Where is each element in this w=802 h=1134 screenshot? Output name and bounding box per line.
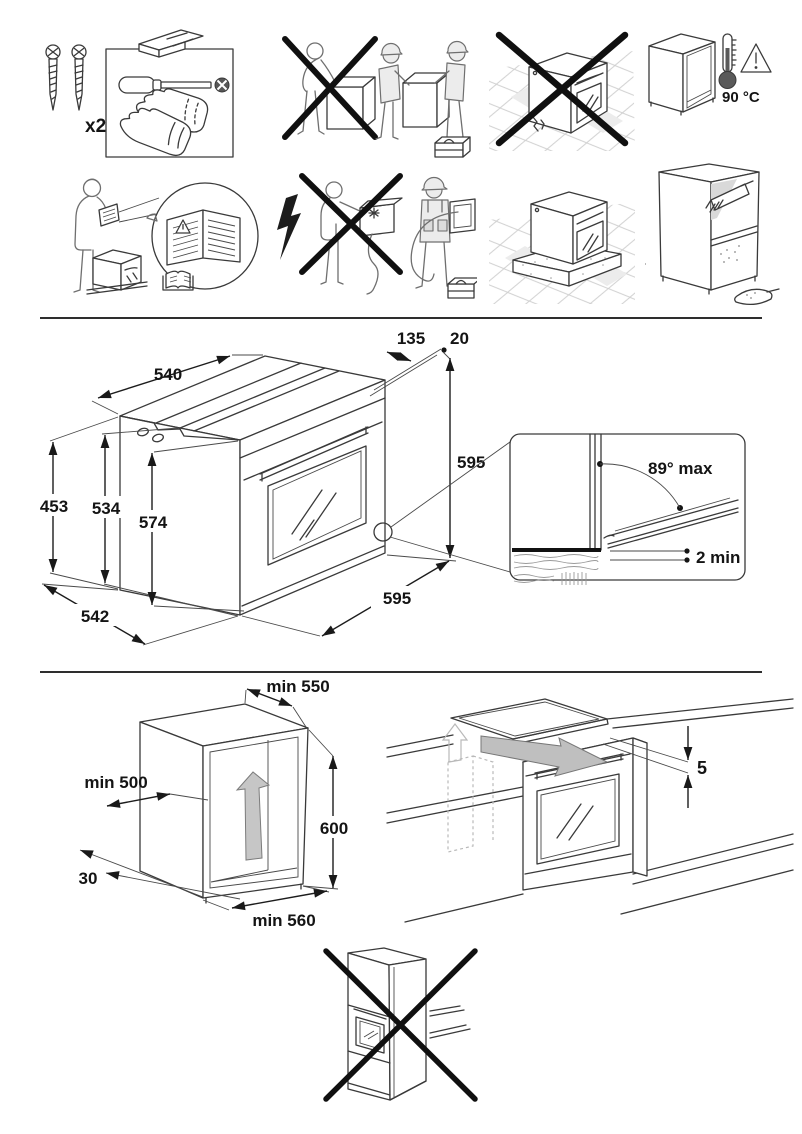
hob-icon [450,698,609,745]
dim-min560: min 560 [202,885,330,930]
dim-595-width: 595 [241,557,452,640]
dim-542: 542 [41,581,239,648]
dustpan-icon [734,288,780,306]
svg-text:20: 20 [450,329,469,348]
dim-600: 600 [302,729,356,890]
wall-box [449,198,476,234]
screwdriver-icon [118,76,230,94]
mounting-rail-icon [138,29,204,58]
dim-min500: min 500 30 [78,773,241,900]
toolbox-icon [447,277,477,299]
door-angle-label: 89° max [648,459,713,478]
clean-cabinet-icon [645,163,780,306]
door-detail-box: 89° max 2 min [509,433,746,585]
manual-in-hand [98,203,120,227]
oven-dimensions-drawing: 540 135 20 595 453 [32,329,746,648]
oven-isometric-body [119,355,393,616]
ventilation-arrow [235,771,271,861]
screws-icon [45,44,87,111]
two-person-lift [375,40,471,158]
svg-text:453: 453 [40,497,68,516]
supplied-parts-kit-icon: x2 [45,29,234,158]
svg-text:600: 600 [320,819,348,838]
magnifier-leader-lines [118,197,160,223]
svg-text:595: 595 [457,453,485,472]
prohibition-x-mark [323,948,478,1102]
prohibition-x-mark [299,173,403,275]
svg-text:min 560: min 560 [252,911,315,930]
svg-text:534: 534 [92,499,121,518]
dim-135-20: 135 20 [369,329,469,397]
svg-text:min 550: min 550 [266,677,329,696]
worktop-stubs [429,1005,471,1039]
detail-leader-lines [389,441,511,573]
magnified-manual [146,182,259,290]
lightning-bolt-icon [277,194,301,260]
prohibition-x-mark [495,31,629,147]
svg-text:min 500: min 500 [84,773,147,792]
thermometer-icon [718,33,737,89]
cabinet-heat-resistance-icon: 90 °C [648,33,772,116]
cabinet-isometric [139,703,309,904]
professional-electrical-icon [277,173,477,299]
tall-cabinet [347,947,427,1101]
screws-quantity-label: x2 [85,116,106,137]
qualified-technician [410,176,477,299]
dim-595-height: 595 [386,351,485,562]
worktop-lines [386,698,794,923]
svg-text:135: 135 [397,329,425,348]
svg-text:574: 574 [139,513,168,532]
power-cable [410,211,459,282]
hand-brush-icon [705,180,754,213]
place-on-protective-base-icon [489,191,635,304]
cabinet-outline [648,33,716,116]
detail-callout-circle [373,522,393,542]
section-divider-1 [40,317,762,319]
sawdust-dots [645,245,740,265]
read-instructions-icon [73,178,259,295]
packed-oven-box [86,249,148,295]
dim-574: 574 [130,440,245,612]
no-column-installation-drawing [323,947,478,1102]
cabinet-outline [658,163,760,295]
airflow-arrow [480,735,609,777]
person-reading [73,178,148,295]
dim-453: 453 [32,416,119,590]
door-gap-label: 2 min [696,548,740,567]
svg-text:542: 542 [81,607,109,626]
svg-text:595: 595 [383,589,411,608]
dim-540: 540 [91,351,263,415]
protective-gloves-icon [119,88,209,157]
do-not-place-on-floor-icon [489,31,635,151]
open-book-icon [162,270,194,291]
warning-triangle-icon [740,43,772,73]
ventilation-ghost [441,723,494,853]
dim-5: 5 [602,726,707,808]
dim-30-label: 30 [79,869,98,888]
dim-min550: min 550 [244,677,330,728]
svg-text:5: 5 [697,758,707,778]
two-person-lift-icon [282,36,471,158]
max-temp-label: 90 °C [722,89,760,106]
toolbox-icon [434,136,471,158]
section-divider-2 [40,671,762,673]
dim-534: 534 [84,427,239,617]
oven-box [530,191,608,265]
svg-text:540: 540 [154,365,182,384]
prohibition-x-mark [282,36,378,140]
niche-dimensions-drawing: min 550 600 min 560 min 5 [78,677,356,930]
hob-clearance-drawing: 5 [386,698,794,923]
